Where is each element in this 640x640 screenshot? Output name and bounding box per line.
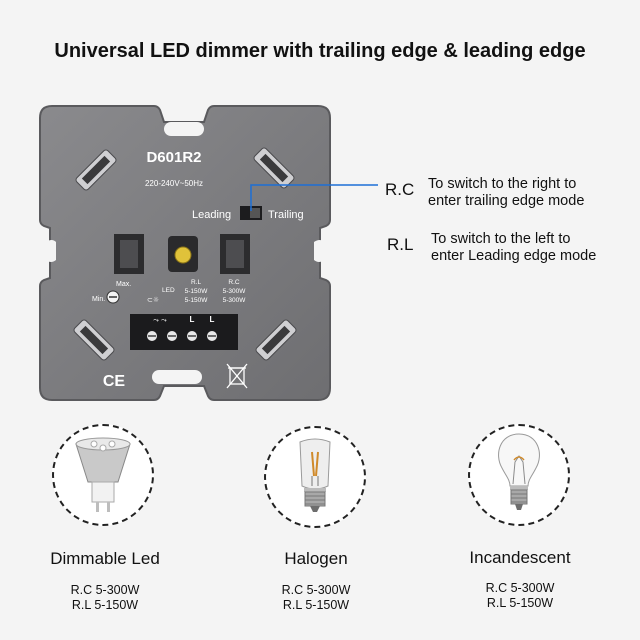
bulb-name-halogen: Halogen xyxy=(284,549,348,568)
right-window-inner xyxy=(226,240,244,268)
terminal-screws xyxy=(147,331,217,341)
corner-clip-top-right xyxy=(253,147,295,189)
bulb-name-incandescent: Incandescent xyxy=(469,548,571,567)
bulb-spec1-halogen: R.C 5-300W xyxy=(281,583,351,597)
model-label: D601R2 xyxy=(146,149,201,166)
mode-rl-line2: enter Leading edge mode xyxy=(431,248,597,264)
halogen-bulb-icon xyxy=(299,438,331,512)
terminal-label-l1: L xyxy=(190,315,195,324)
bulb-circle-incandescent xyxy=(468,424,570,526)
top-slot xyxy=(164,122,204,136)
weee-bin-icon xyxy=(226,363,248,389)
knob-max-label: Max. xyxy=(116,281,131,288)
switch-right-label: Trailing xyxy=(268,209,304,221)
terminal-label-l2: L xyxy=(210,315,215,324)
traveller-icons: ⤳ ⤳ xyxy=(153,316,167,324)
bottom-slot xyxy=(152,370,202,384)
mode-rc-code: R.C xyxy=(385,180,415,199)
table-rc-halogen: 5-300W xyxy=(223,297,247,304)
table-led-label: LED xyxy=(162,287,175,294)
knob-min-label: Min. xyxy=(92,296,105,303)
mode-rl-code: R.L xyxy=(387,235,414,254)
dimmer-device: D601R2 220-240V~50Hz Leading Trailing Ma… xyxy=(39,105,331,401)
table-rc-header: R.C xyxy=(228,279,240,286)
table-rl-halogen: 5-150W xyxy=(185,297,209,304)
bulb-spec2-led: R.L 5-150W xyxy=(71,598,139,612)
halogen-icon-small: ⊂☼ xyxy=(147,296,159,304)
bulb-spec2-halogen: R.L 5-150W xyxy=(282,598,350,612)
right-keyhole xyxy=(314,240,324,262)
left-window-inner xyxy=(120,240,138,268)
table-rl-header: R.L xyxy=(191,279,202,286)
table-rl-led: 5-150W xyxy=(185,288,209,295)
led-spot-bulb-icon xyxy=(75,437,131,512)
corner-clip-top-left xyxy=(75,149,117,191)
corner-clip-bottom-left xyxy=(73,319,115,361)
table-rc-led: 5-300W xyxy=(223,288,247,295)
bulb-spec1-led: R.C 5-300W xyxy=(70,583,140,597)
corner-clip-bottom-right xyxy=(255,319,297,361)
voltage-label: 220-240V~50Hz xyxy=(145,179,203,188)
mode-rc-line2: enter trailing edge mode xyxy=(428,193,585,209)
mode-rl-line1: To switch to the left to xyxy=(431,231,571,247)
ce-mark: CE xyxy=(103,373,126,390)
page-title: Universal LED dimmer with trailing edge … xyxy=(54,40,586,62)
dimmer-knob xyxy=(174,246,192,264)
left-keyhole xyxy=(46,240,56,262)
switch-left-label: Leading xyxy=(192,209,231,221)
terminal-block xyxy=(130,314,238,350)
incandescent-bulb-icon xyxy=(498,433,540,510)
mode-rc-line1: To switch to the right to xyxy=(428,176,577,192)
bulb-circle-halogen xyxy=(264,426,366,528)
mode-switch-slider xyxy=(250,208,260,218)
bulb-name-led: Dimmable Led xyxy=(50,549,160,568)
bulb-spec2-incandescent: R.L 5-150W xyxy=(486,596,554,610)
bulb-spec1-incandescent: R.C 5-300W xyxy=(485,581,555,595)
bulb-circle-led xyxy=(52,424,154,526)
